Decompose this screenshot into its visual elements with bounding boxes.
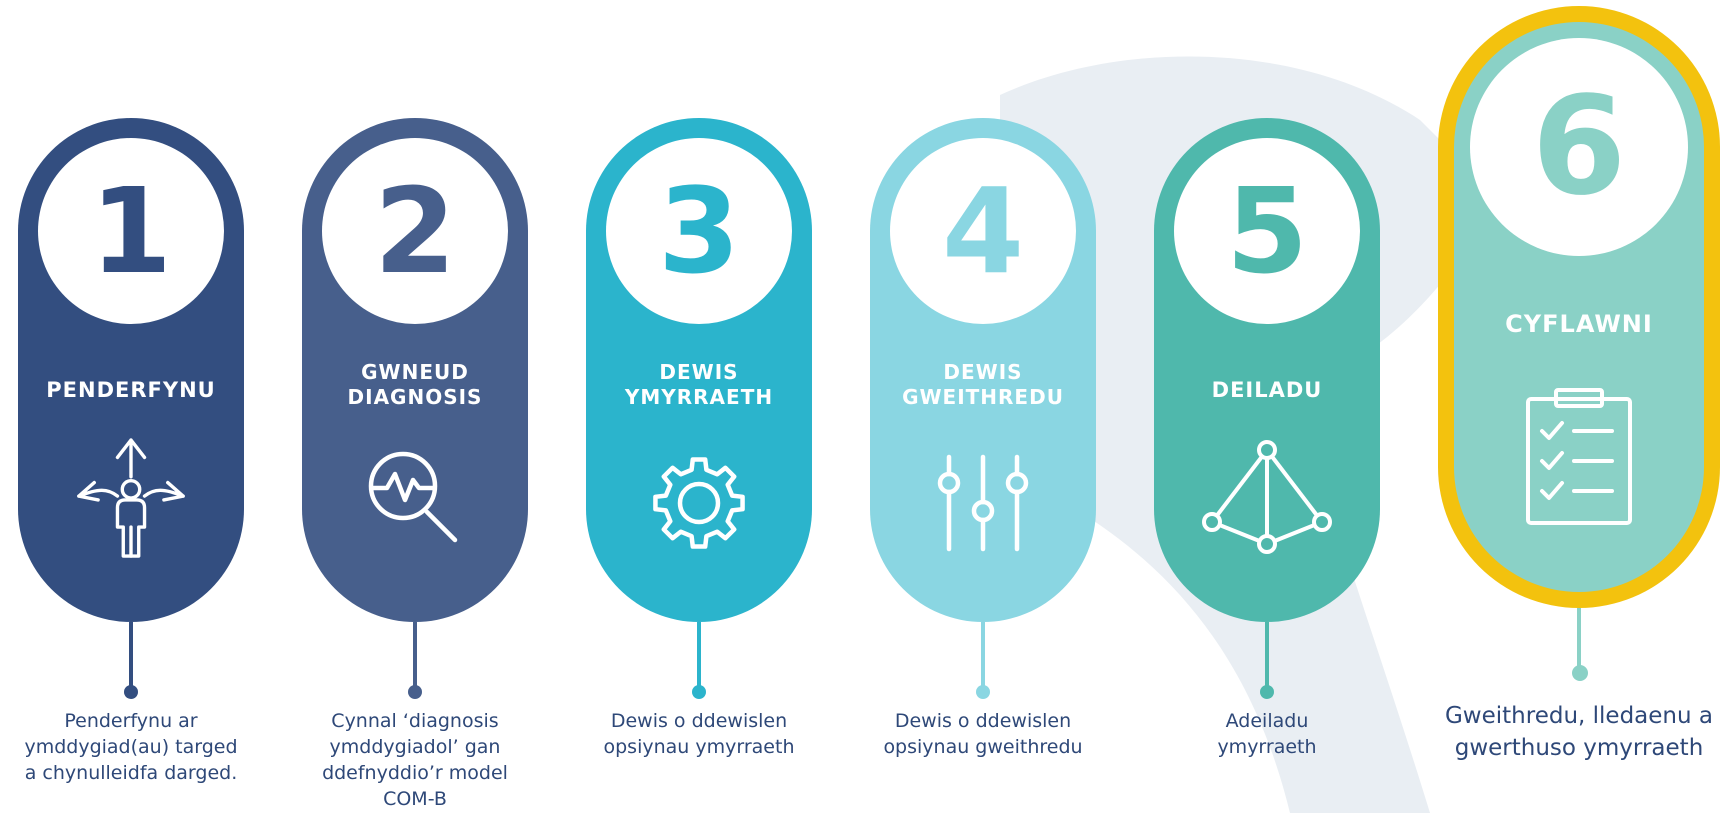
step-3-title: DEWIS YMYRRAETH bbox=[624, 360, 774, 409]
step-2: 2 GWNEUD DIAGNOSIS Cynnal ‘diagnosis ymd… bbox=[302, 118, 528, 818]
step-3-description: Dewis o ddewislen opsiynau ymyrraeth bbox=[603, 710, 795, 758]
step-2-title: GWNEUD DIAGNOSIS bbox=[347, 360, 483, 409]
step-4-connector-dot bbox=[976, 685, 990, 699]
step-5-description: Adeiladu ymyrraeth bbox=[1217, 710, 1317, 758]
step-4-pill: 4 DEWIS GWEITHREDU bbox=[870, 118, 1096, 622]
step-5-pill: 5 DEILADU bbox=[1154, 118, 1380, 622]
step-5-number: 5 bbox=[1225, 162, 1309, 300]
step-6-title: CYFLAWNI bbox=[1505, 310, 1653, 338]
step-1-number: 1 bbox=[89, 162, 173, 300]
step-5-connector bbox=[1265, 622, 1269, 692]
step-2-connector-dot bbox=[408, 685, 422, 699]
step-1-pill: 1 PENDERFYNU bbox=[18, 118, 244, 622]
step-3-connector bbox=[697, 622, 701, 692]
network-nodes-icon bbox=[1202, 440, 1332, 554]
step-1-connector-dot bbox=[124, 685, 138, 699]
step-3-number: 3 bbox=[657, 162, 741, 300]
step-6-connector bbox=[1577, 608, 1581, 672]
gear-icon bbox=[653, 457, 745, 549]
sliders-icon bbox=[937, 454, 1029, 552]
step-1-title: PENDERFYNU bbox=[46, 378, 216, 402]
step-3: 3 DEWIS YMYRRAETH Dewis o ddewislen opsi… bbox=[586, 118, 812, 818]
step-5-number-circle: 5 bbox=[1174, 138, 1360, 324]
step-4-title: DEWIS GWEITHREDU bbox=[902, 360, 1064, 409]
step-3-pill: 3 DEWIS YMYRRAETH bbox=[586, 118, 812, 622]
step-6-number-circle: 6 bbox=[1470, 38, 1688, 256]
step-1-number-circle: 1 bbox=[38, 138, 224, 324]
step-1-description: Penderfynu ar ymddygiad(au) targed a chy… bbox=[24, 710, 238, 784]
step-3-connector-dot bbox=[692, 685, 706, 699]
step-6: 6 CYFLAWNI Gweithredu, lledaenu a gwerth… bbox=[1438, 6, 1720, 806]
step-1: 1 PENDERFYNU Penderfynu ar ymddygiad(au)… bbox=[18, 118, 244, 818]
step-2-number: 2 bbox=[373, 162, 457, 300]
step-3-number-circle: 3 bbox=[606, 138, 792, 324]
step-4: 4 DEWIS GWEITHREDU Dewis o ddewislen ops… bbox=[870, 118, 1096, 818]
step-4-number: 4 bbox=[941, 162, 1025, 300]
step-2-number-circle: 2 bbox=[322, 138, 508, 324]
step-5: 5 DEILADU Adeiladu ymyrraeth bbox=[1154, 118, 1380, 818]
step-6-connector-dot bbox=[1572, 665, 1588, 681]
step-5-title: DEILADU bbox=[1211, 378, 1323, 402]
person-crossroads-arrows-icon bbox=[77, 438, 185, 558]
step-6-number: 6 bbox=[1531, 68, 1627, 226]
step-4-connector bbox=[981, 622, 985, 692]
step-1-connector bbox=[129, 622, 133, 692]
step-2-connector bbox=[413, 622, 417, 692]
clipboard-checklist-icon bbox=[1526, 388, 1632, 525]
magnifier-pulse-icon bbox=[368, 451, 458, 543]
step-2-description: Cynnal ‘diagnosis ymddygiadol’ gan ddefn… bbox=[322, 710, 508, 810]
step-6-pill: 6 CYFLAWNI bbox=[1454, 22, 1704, 592]
step-4-number-circle: 4 bbox=[890, 138, 1076, 324]
step-5-connector-dot bbox=[1260, 685, 1274, 699]
step-2-pill: 2 GWNEUD DIAGNOSIS bbox=[302, 118, 528, 622]
step-6-description: Gweithredu, lledaenu a gwerthuso ymyrrae… bbox=[1444, 703, 1713, 761]
step-4-description: Dewis o ddewislen opsiynau gweithredu bbox=[883, 710, 1083, 758]
